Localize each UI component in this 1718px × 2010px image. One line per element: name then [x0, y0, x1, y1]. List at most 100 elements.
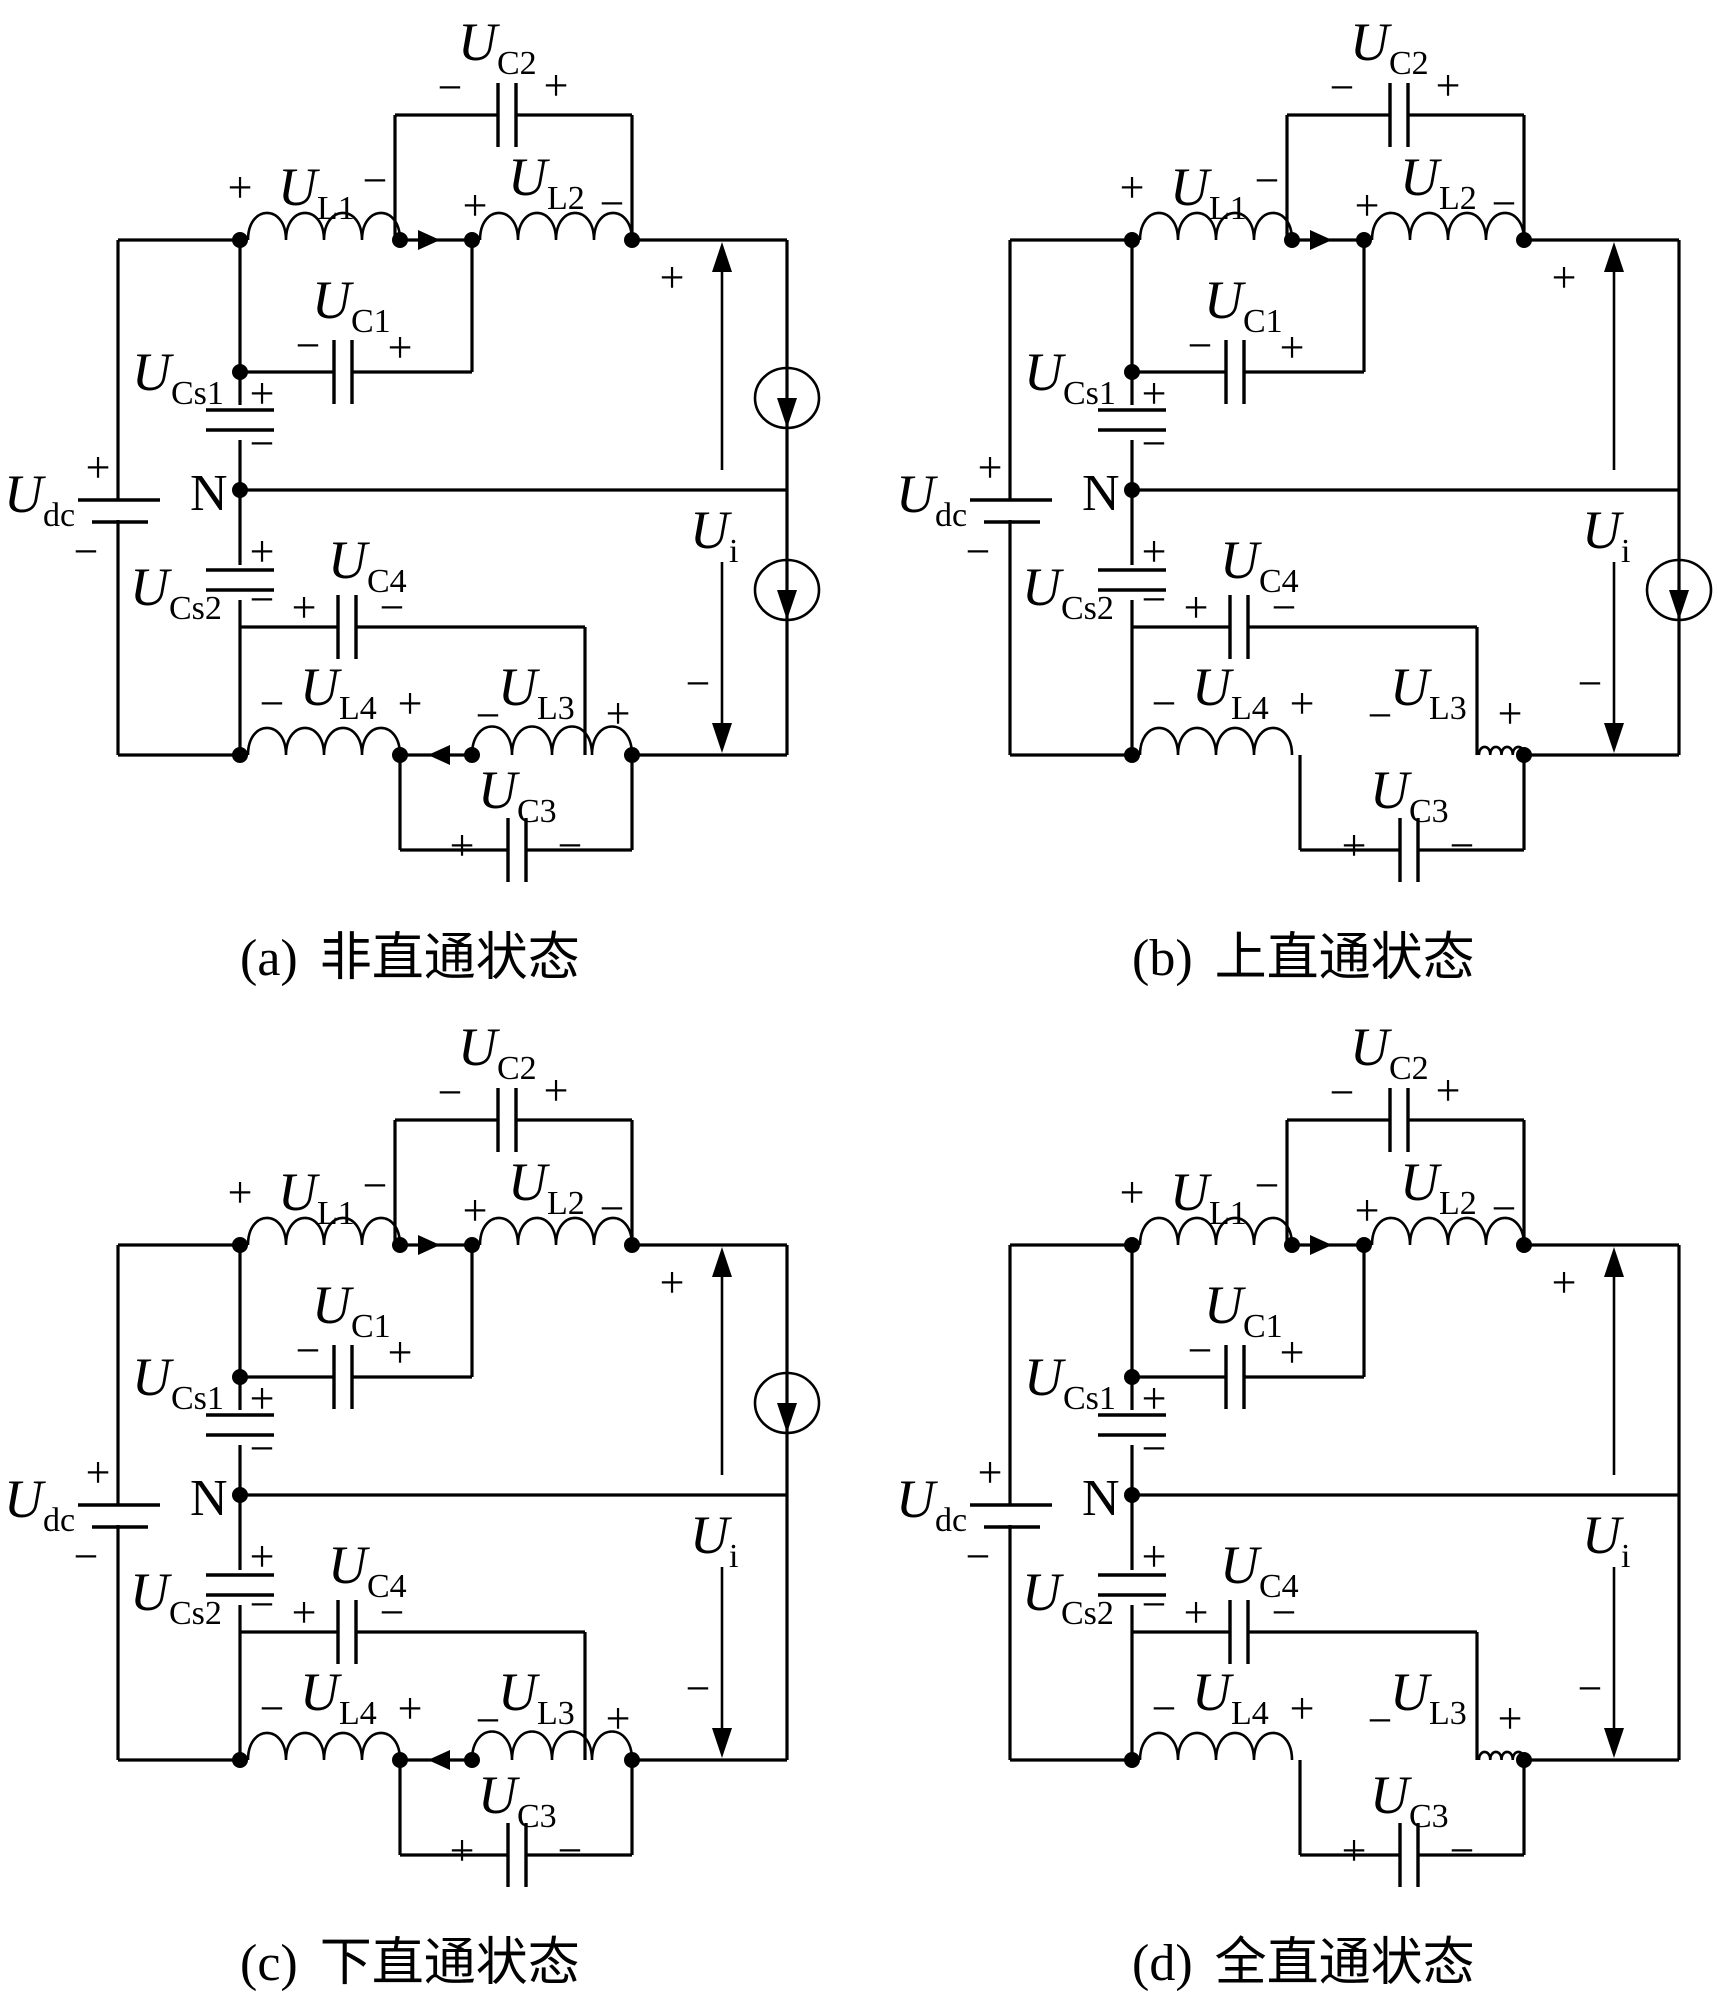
ul3-minus: − — [476, 691, 501, 740]
label-udc: Udc — [896, 1469, 967, 1539]
node-n-label: N — [190, 465, 228, 522]
uc1-minus: − — [1188, 321, 1213, 370]
ui-arrow-up-head — [712, 1247, 732, 1277]
caption-tag: (b) — [1132, 930, 1193, 987]
capacitor-cs2 — [1098, 1573, 1166, 1597]
label-ul2: UL2 — [508, 147, 585, 217]
junction-dot — [232, 1237, 248, 1253]
ui-arrow-down-head — [712, 1728, 732, 1758]
junction-dot — [232, 747, 248, 763]
uc2-plus: + — [1436, 61, 1461, 110]
panel-b: Udc+−UCs1+−UCs2+−NUL1+−UL2+−UC2−+UC1−+UL… — [896, 12, 1713, 987]
caption-text: 下直通状态 — [320, 1935, 580, 1992]
ucs2-plus: + — [1142, 1532, 1167, 1581]
udc-minus: − — [74, 527, 99, 576]
udc-minus: − — [966, 527, 991, 576]
junction-dot — [1516, 1752, 1532, 1768]
uc4-plus: + — [292, 583, 317, 632]
ul2-minus: − — [600, 1184, 625, 1233]
udc-minus: − — [966, 1532, 991, 1581]
current-arrow-l1 — [418, 1235, 440, 1255]
capacitor-cs2 — [206, 568, 274, 592]
ui-arrow-down-head — [1604, 1728, 1624, 1758]
ui-minus: − — [686, 1664, 711, 1713]
label-uc4: UC4 — [1220, 1535, 1299, 1605]
uc1-minus: − — [1188, 1326, 1213, 1375]
label-ui: Ui — [1582, 500, 1630, 570]
current-source-arrow — [777, 398, 797, 428]
ul1-plus: + — [228, 1168, 253, 1217]
junction-dot — [624, 232, 640, 248]
label-uc2: UC2 — [458, 1017, 537, 1087]
caption-tag: (a) — [240, 930, 298, 987]
uc3-plus: + — [1342, 821, 1367, 870]
uc1-minus: − — [296, 1326, 321, 1375]
uc4-minus: − — [380, 1588, 405, 1637]
uc2-minus: − — [1330, 1068, 1355, 1117]
inductor-l2 — [1370, 211, 1526, 241]
capacitor-c2 — [1388, 1088, 1410, 1152]
inductor-l2 — [478, 1216, 634, 1246]
ul1-plus: + — [1120, 163, 1145, 212]
label-ul4: UL4 — [1192, 657, 1269, 727]
junction-dot — [1516, 232, 1532, 248]
ul1-plus: + — [1120, 1168, 1145, 1217]
junction-dot — [624, 1752, 640, 1768]
capacitor-cs2 — [1098, 568, 1166, 592]
label-ul3: UL3 — [498, 1662, 575, 1732]
label-uc4: UC4 — [328, 530, 407, 600]
capacitor-cs2 — [206, 1573, 274, 1597]
ul2-minus: − — [1492, 1184, 1517, 1233]
capacitor-c4 — [336, 1600, 358, 1664]
ul2-plus: + — [1355, 1186, 1380, 1235]
ucs2-plus: + — [250, 1532, 275, 1581]
ul3-minus: − — [1368, 1696, 1393, 1745]
label-uc3: UC3 — [1370, 1765, 1449, 1835]
ul3-plus: + — [1498, 1694, 1523, 1743]
uc2-minus: − — [438, 1068, 463, 1117]
label-ucs2: UCs2 — [1022, 1562, 1114, 1632]
inductor-l3 — [470, 1730, 634, 1761]
panel-a: Udc+−UCs1+−UCs2+−NUL1+−UL2+−UC2−+UC1−+UL… — [4, 12, 821, 987]
junction-dot — [1124, 1487, 1140, 1503]
ui-minus: − — [1578, 1664, 1603, 1713]
inductor-l4 — [1138, 726, 1294, 756]
ui-arrow-down-head — [1604, 723, 1624, 753]
label-uc4: UC4 — [328, 1535, 407, 1605]
ul1-minus: − — [1255, 156, 1280, 205]
capacitor-cs1 — [206, 408, 274, 432]
inductor-l1 — [1138, 211, 1294, 241]
uc2-plus: + — [1436, 1066, 1461, 1115]
inductor-l2 — [1370, 1216, 1526, 1246]
ul2-plus: + — [463, 181, 488, 230]
uc1-plus: + — [388, 1328, 413, 1377]
ucs1-minus: − — [1142, 1424, 1167, 1473]
junction-dot — [1284, 232, 1300, 248]
capacitor-c2 — [496, 1088, 518, 1152]
label-ucs1: UCs1 — [1024, 1347, 1116, 1417]
inductor-l4 — [1138, 1731, 1294, 1761]
label-uc1: UC1 — [312, 270, 391, 340]
capacitor-c2 — [1388, 83, 1410, 147]
label-uc2: UC2 — [1350, 1017, 1429, 1087]
junction-dot — [624, 1237, 640, 1253]
ul4-minus: − — [260, 679, 285, 728]
uc3-plus: + — [450, 821, 475, 870]
label-ucs1: UCs1 — [132, 1347, 224, 1417]
ul4-plus: + — [398, 679, 423, 728]
caption-tag: (c) — [240, 1935, 298, 1992]
uc3-minus: − — [558, 1826, 583, 1875]
label-uc3: UC3 — [478, 1765, 557, 1835]
ul3-minus: − — [476, 1696, 501, 1745]
junction-dot — [232, 232, 248, 248]
current-arrow-l1 — [418, 230, 440, 250]
junction-dot — [1356, 232, 1372, 248]
ul1-minus: − — [1255, 1161, 1280, 1210]
ul3-plus: + — [1498, 689, 1523, 738]
capacitor-c2 — [496, 83, 518, 147]
panel-c: Udc+−UCs1+−UCs2+−NUL1+−UL2+−UC2−+UC1−+UL… — [4, 1017, 821, 1992]
node-n-label: N — [1082, 1470, 1120, 1527]
ul4-plus: + — [398, 1684, 423, 1733]
capacitor-cs1 — [1098, 408, 1166, 432]
ucs1-minus: − — [250, 419, 275, 468]
